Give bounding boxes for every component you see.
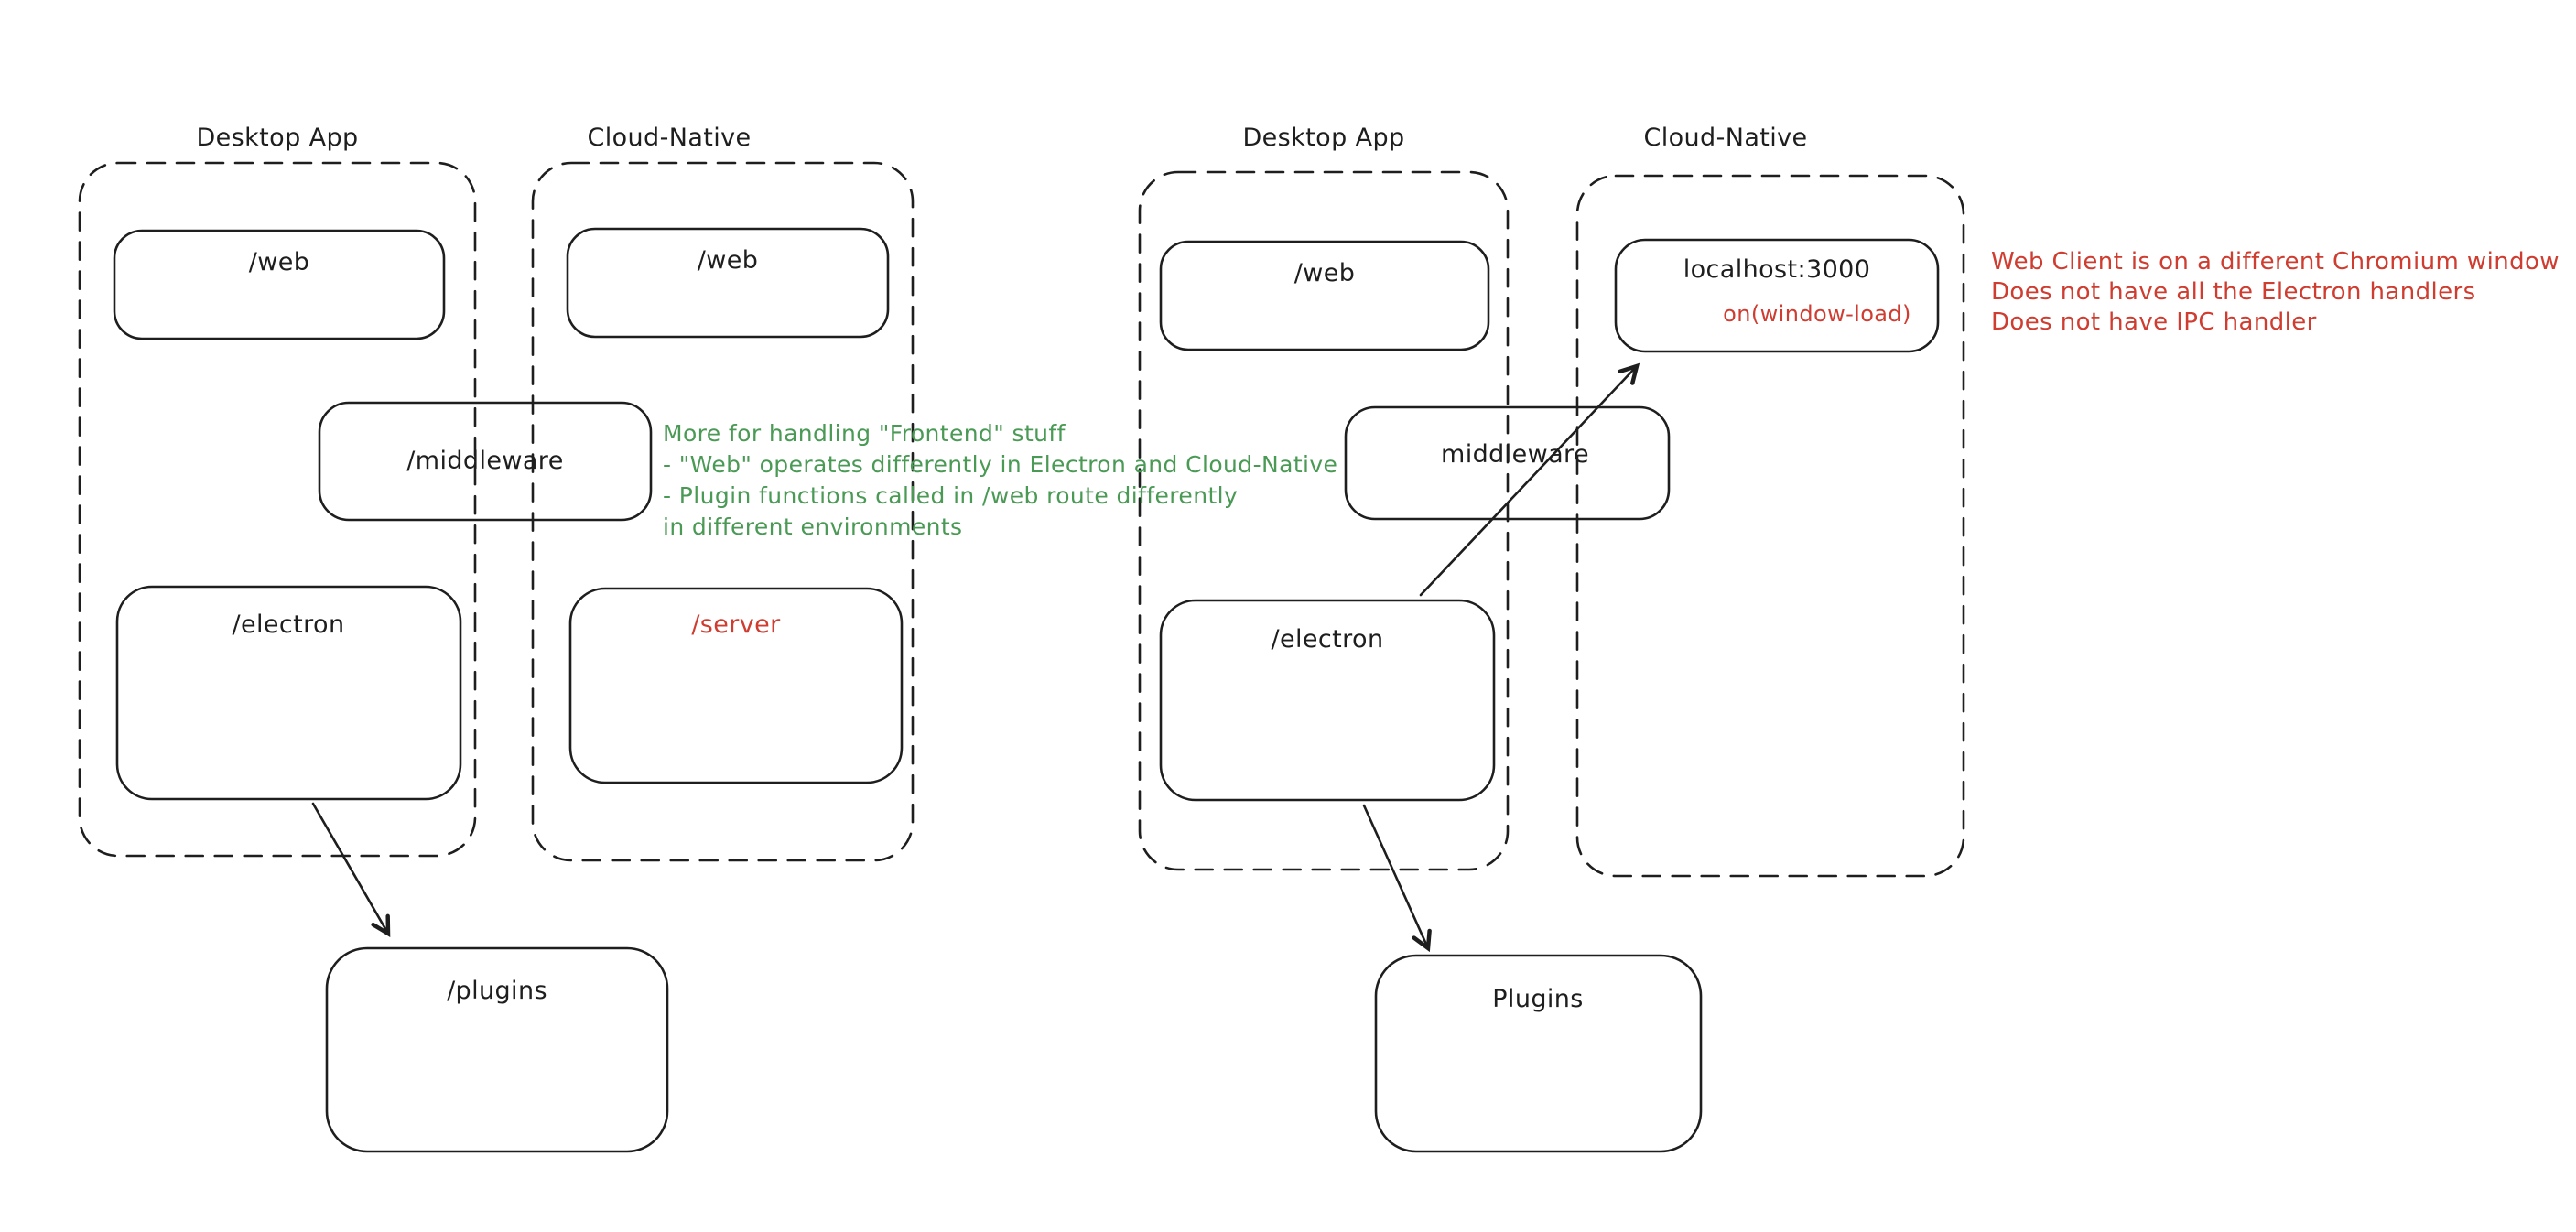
left-web-desktop-box	[113, 229, 446, 340]
left-middleware-label: /middleware	[406, 447, 564, 475]
left-electron-label: /electron	[232, 611, 345, 639]
right-middleware-label: middleware	[1441, 440, 1589, 469]
right-red-note-line: Web Client is on a different Chromium wi…	[1991, 248, 2560, 276]
left-server-box	[568, 587, 904, 784]
left-green-note-line: - Plugin functions called in /web route …	[663, 482, 1239, 509]
right-localhost-label: localhost:3000	[1683, 255, 1871, 284]
left-plugins-label: /plugins	[447, 977, 547, 1005]
right-cloud-container-label: Cloud-Native	[1643, 124, 1808, 152]
left-server-label: /server	[691, 611, 781, 639]
left-web-cloud-label: /web	[697, 246, 759, 275]
right-electron-box	[1159, 599, 1496, 802]
right-desktop-container	[1138, 170, 1510, 871]
left-green-note-line: in different environments	[663, 513, 963, 540]
left-desktop-container	[78, 161, 477, 858]
left-desktop-container-label: Desktop App	[196, 124, 359, 152]
right-plugins-box	[1374, 954, 1703, 1153]
right-desktop-container-label: Desktop App	[1242, 124, 1405, 152]
right-cloud-container	[1575, 174, 1965, 878]
left-web-cloud-box	[566, 227, 890, 339]
left-electron-to-plugins-arrow	[311, 802, 391, 937]
right-middleware-box	[1344, 405, 1671, 521]
right-red-note-line: Does not have all the Electron handlers	[1991, 278, 2476, 306]
right-web-label: /web	[1293, 259, 1356, 287]
left-cloud-container	[531, 161, 915, 862]
right-plugins-label: Plugins	[1492, 985, 1584, 1013]
right-electron-to-localhost-arrow	[1419, 362, 1640, 597]
right-electron-label: /electron	[1271, 625, 1384, 654]
right-red-note-line: Does not have IPC handler	[1991, 308, 2317, 336]
right-web-box	[1159, 240, 1490, 351]
left-plugins-box	[325, 946, 669, 1153]
left-web-desktop-label: /web	[248, 248, 310, 276]
right-localhost-box	[1614, 238, 1940, 353]
right-window-load-label: on(window-load)	[1723, 301, 1911, 327]
left-middleware-box	[318, 401, 653, 522]
left-green-note-line: - "Web" operates differently in Electron…	[663, 451, 1338, 478]
left-cloud-container-label: Cloud-Native	[587, 124, 752, 152]
left-green-note-line: More for handling "Frontend" stuff	[663, 420, 1066, 447]
right-electron-to-plugins-arrow	[1362, 804, 1432, 953]
left-electron-box	[115, 585, 462, 801]
